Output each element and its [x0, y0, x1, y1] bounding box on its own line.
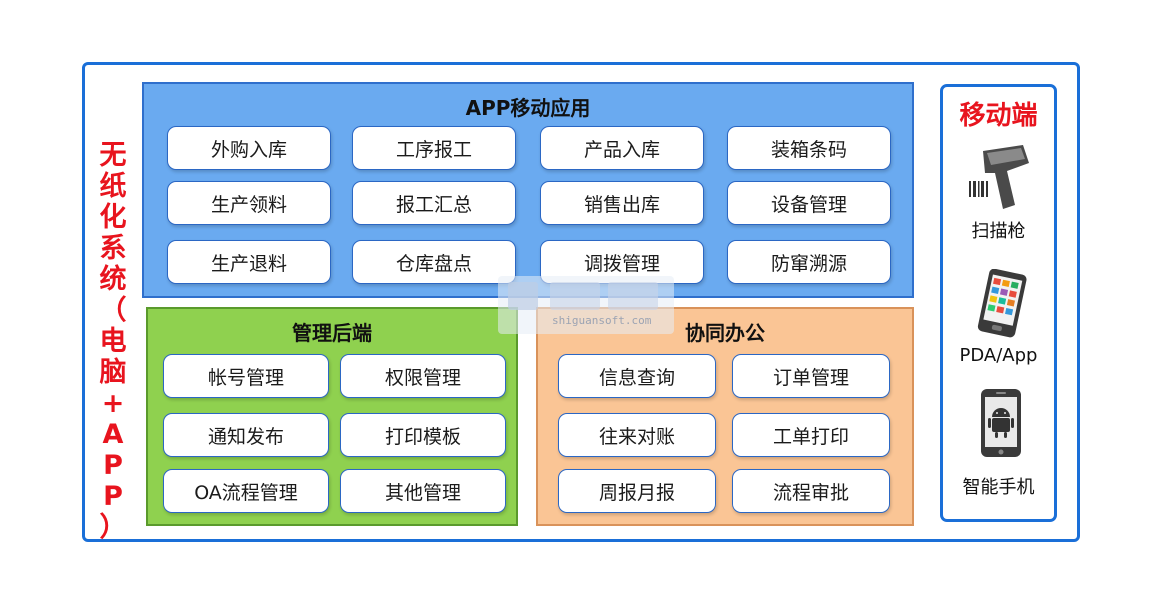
module-button[interactable]: 防窜溯源 — [727, 240, 891, 284]
module-button[interactable]: 仓库盘点 — [352, 240, 516, 284]
module-button[interactable]: 周报月报 — [558, 469, 716, 513]
collab-panel-title: 协同办公 — [685, 321, 765, 345]
management-backend-panel: 管理后端 帐号管理 权限管理 通知发布 打印模板 OA流程管理 其他管理 — [146, 307, 518, 526]
module-button[interactable]: 打印模板 — [340, 413, 506, 457]
module-button[interactable]: 权限管理 — [340, 354, 506, 398]
module-button[interactable]: 外购入库 — [167, 126, 331, 170]
module-button[interactable]: 设备管理 — [727, 181, 891, 225]
mobile-terminal-panel: 移动端 扫描枪 PDA/App 智能手机 — [940, 84, 1057, 522]
module-button[interactable]: OA流程管理 — [163, 469, 329, 513]
side-title-char: 电 — [99, 326, 127, 357]
watermark: shiguansoft.com — [498, 276, 674, 334]
mobile-panel-title: 移动端 — [959, 101, 1038, 131]
device-label: 智能手机 — [962, 477, 1035, 498]
mgmt-panel-title: 管理后端 — [292, 321, 372, 345]
side-title-char: P — [103, 450, 123, 481]
side-title-char: ） — [99, 512, 127, 543]
module-button[interactable]: 装箱条码 — [727, 126, 891, 170]
module-button[interactable]: 报工汇总 — [352, 181, 516, 225]
watermark-text: shiguansoft.com — [552, 314, 652, 327]
module-button[interactable]: 订单管理 — [732, 354, 890, 398]
module-button[interactable]: 产品入库 — [540, 126, 704, 170]
module-button[interactable]: 其他管理 — [340, 469, 506, 513]
module-button[interactable]: 销售出库 — [540, 181, 704, 225]
module-button[interactable]: 往来对账 — [558, 413, 716, 457]
side-title-char: + — [101, 388, 125, 419]
system-frame — [82, 62, 1080, 542]
module-button[interactable]: 流程审批 — [732, 469, 890, 513]
side-title-char: （ — [99, 295, 127, 326]
module-button[interactable]: 生产领料 — [167, 181, 331, 225]
app-panel-title: APP移动应用 — [465, 96, 591, 120]
pda-icon — [977, 269, 1027, 338]
side-title-char: 化 — [99, 202, 127, 233]
watermark-logo-icon — [508, 282, 658, 310]
side-title-char: 纸 — [99, 171, 127, 202]
module-button[interactable]: 工序报工 — [352, 126, 516, 170]
device-label: PDA/App — [959, 345, 1038, 366]
module-button[interactable]: 通知发布 — [163, 413, 329, 457]
android-phone-icon — [981, 389, 1021, 457]
side-title-char: 无 — [99, 140, 127, 171]
side-title-char: P — [103, 481, 123, 512]
module-button[interactable]: 信息查询 — [558, 354, 716, 398]
module-button[interactable]: 帐号管理 — [163, 354, 329, 398]
side-title: 无 纸 化 系 统 （ 电 脑 + A P P ） — [96, 140, 130, 543]
side-title-char: 脑 — [99, 357, 127, 388]
module-button[interactable]: 生产退料 — [167, 240, 331, 284]
device-label: 扫描枪 — [971, 221, 1026, 242]
collaborative-office-panel: 协同办公 信息查询 订单管理 往来对账 工单打印 周报月报 流程审批 — [536, 307, 914, 526]
barcode-scanner-icon — [969, 145, 1029, 209]
side-title-char: A — [102, 419, 124, 450]
side-title-char: 统 — [99, 264, 127, 295]
module-button[interactable]: 工单打印 — [732, 413, 890, 457]
side-title-char: 系 — [99, 233, 127, 264]
app-mobile-panel: APP移动应用 外购入库 工序报工 产品入库 装箱条码 生产领料 报工汇总 销售… — [142, 82, 914, 298]
